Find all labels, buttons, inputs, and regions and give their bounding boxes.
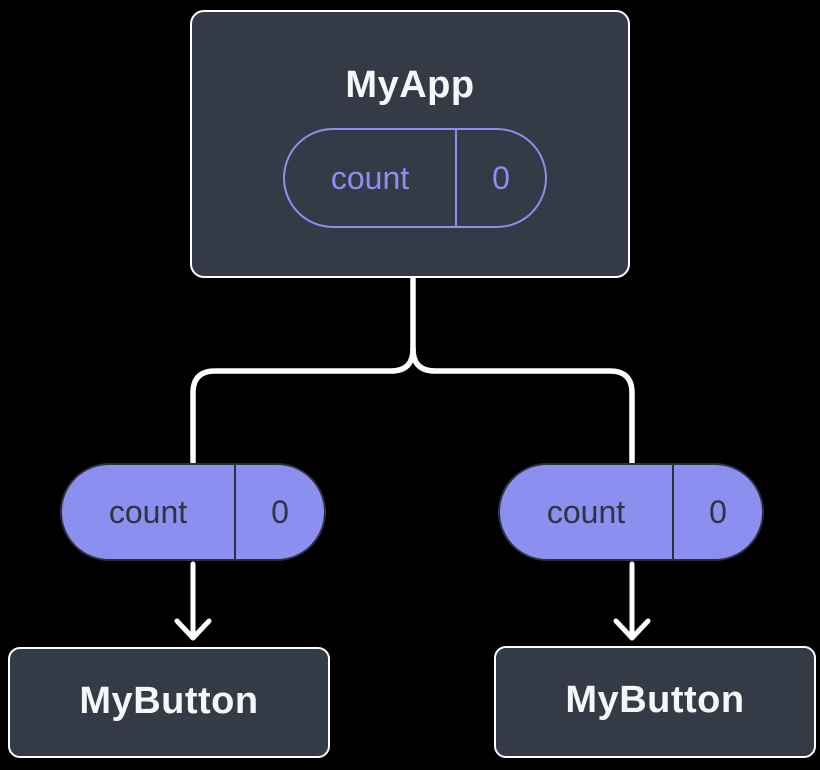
arrow-down-left-icon bbox=[174, 561, 212, 641]
myapp-title: MyApp bbox=[345, 64, 475, 106]
prop-pill-right: count 0 bbox=[498, 463, 764, 561]
prop-value-label-right: 0 bbox=[672, 465, 762, 559]
prop-key-label-left: count bbox=[108, 493, 188, 530]
state-key-label: count bbox=[330, 159, 410, 196]
connector-branch-right bbox=[410, 346, 635, 465]
mybutton-title-left: MyButton bbox=[79, 679, 259, 722]
state-pill: count 0 bbox=[283, 128, 547, 228]
connector-branch-left bbox=[190, 346, 416, 465]
myapp-node: MyApp bbox=[190, 10, 630, 278]
prop-key-label-right: count bbox=[546, 493, 626, 530]
prop-pill-left: count 0 bbox=[60, 463, 326, 561]
arrow-down-right-icon bbox=[613, 561, 651, 641]
mybutton-node-right: MyButton bbox=[494, 646, 816, 758]
mybutton-node-left: MyButton bbox=[8, 647, 330, 758]
mybutton-title-right: MyButton bbox=[565, 678, 745, 721]
prop-value-label-left: 0 bbox=[234, 465, 324, 559]
state-value-label: 0 bbox=[455, 130, 545, 226]
